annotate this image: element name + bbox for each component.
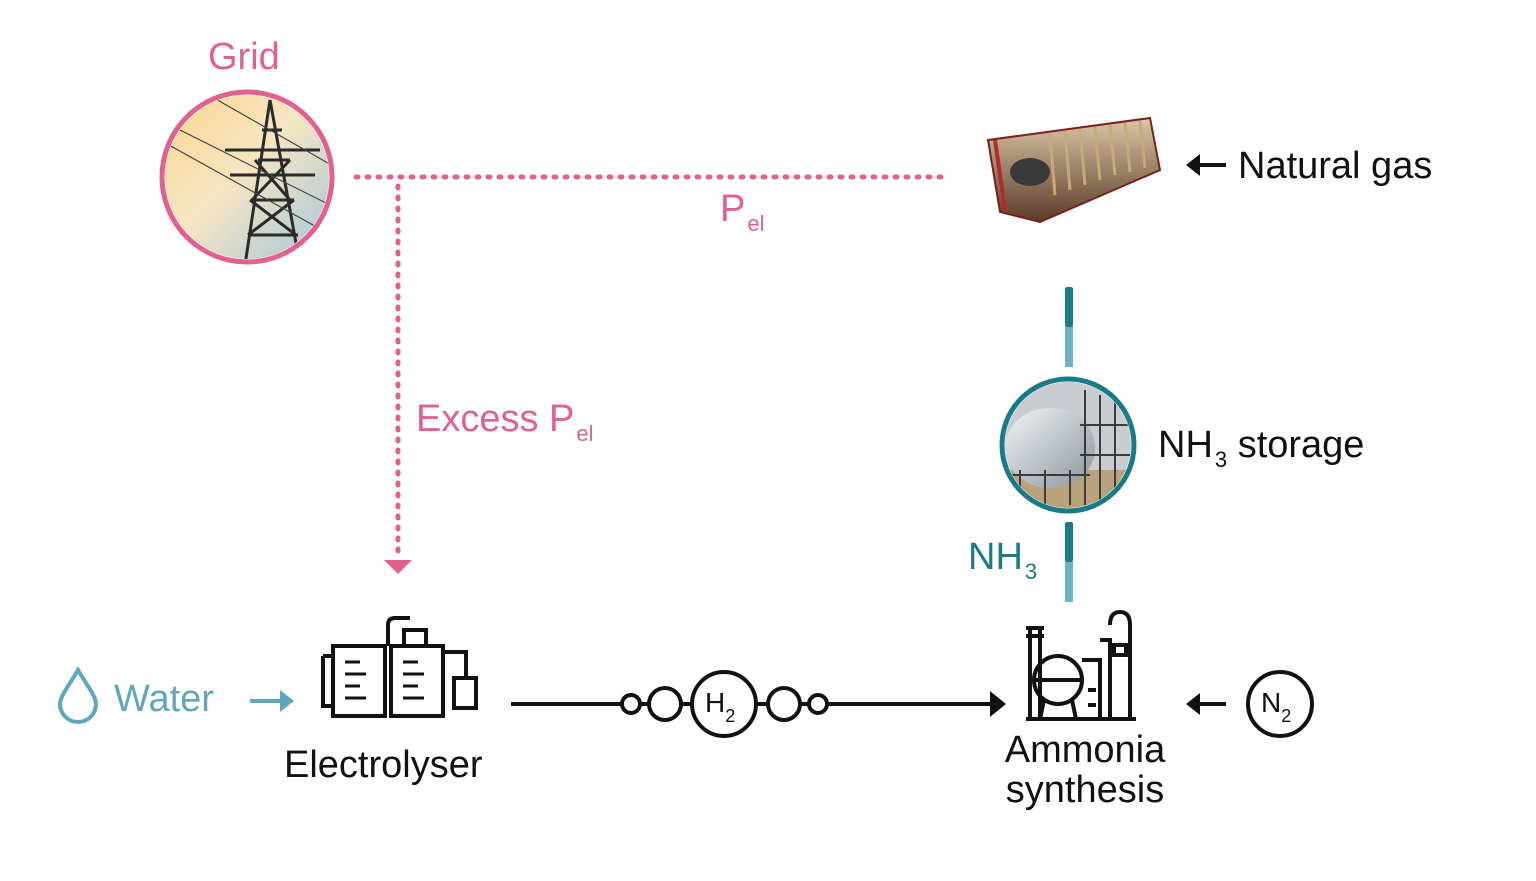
p-el-label: Pel: [720, 188, 765, 236]
ammonia-line2: synthesis: [1005, 769, 1165, 811]
n2-arrow: [1186, 693, 1226, 715]
ammonia-synthesis-label: Ammonia synthesis: [990, 730, 1180, 810]
ammonia-line1: Ammonia: [1004, 729, 1166, 771]
nh3-storage-photo: [999, 376, 1137, 514]
h2-flow-line: [511, 670, 994, 738]
n2-label: N2: [1261, 687, 1291, 726]
water-arrow: [250, 690, 294, 712]
nh3-pipe-upper: [1065, 287, 1073, 367]
natural-gas-label: Natural gas: [1238, 145, 1433, 187]
natural-gas-arrow: [1186, 154, 1226, 176]
grid-label: Grid: [208, 36, 280, 78]
electrolyser-label: Electrolyser: [284, 744, 483, 786]
excess-arrowhead: [384, 560, 412, 574]
excess-p-el-label: Excess Pel: [416, 398, 594, 446]
electrolyser-icon: [321, 616, 478, 718]
chemical-plant-icon: [1026, 609, 1136, 721]
h2-label: H2: [705, 687, 735, 726]
nh3-flow-label: NH3: [968, 536, 1038, 584]
water-label: Water: [114, 678, 214, 720]
grid-photo: [159, 89, 335, 265]
gas-turbine-image: [986, 116, 1162, 224]
n2-circle: [1246, 670, 1314, 738]
nh3-pipe-lower: [1065, 522, 1073, 602]
nh3-storage-label: NH3 storage: [1158, 424, 1365, 472]
h2-arrowhead: [990, 691, 1006, 717]
water-drop-icon: [57, 665, 99, 724]
